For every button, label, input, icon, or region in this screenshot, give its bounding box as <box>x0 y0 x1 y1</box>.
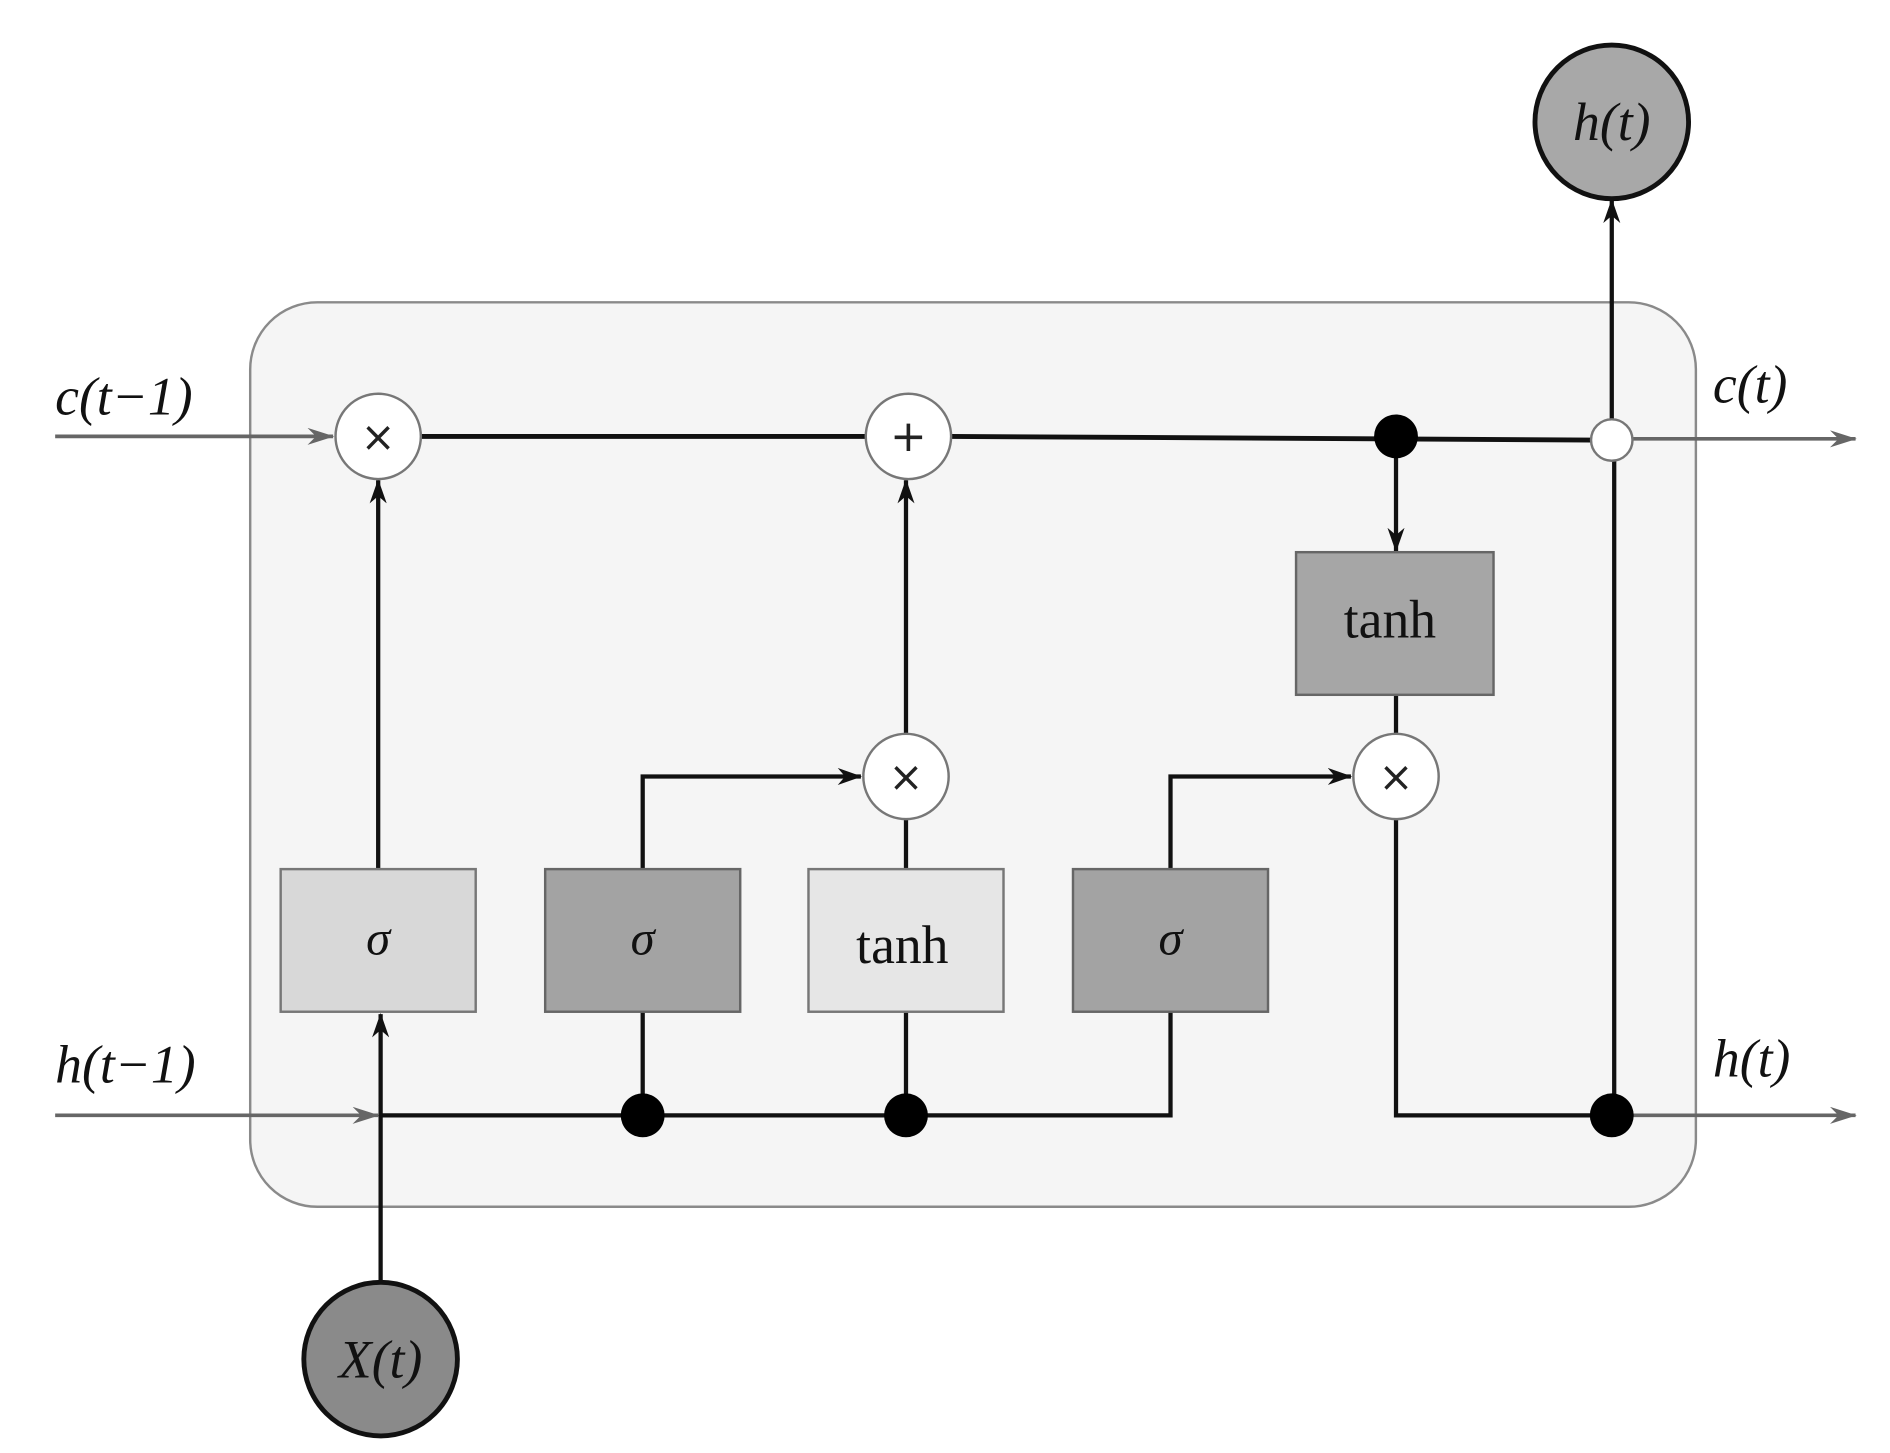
input-gate-label: σ <box>631 911 657 965</box>
junction-dot-hidden-out <box>1589 1093 1634 1138</box>
forget-mult-op: × <box>334 392 423 481</box>
forget-gate-label: σ <box>366 911 392 965</box>
hidden-out-label: h(t) <box>1713 1028 1790 1088</box>
x-input-label: X(t) <box>337 1329 422 1389</box>
multiply-icon: × <box>889 753 924 801</box>
input-gate: σ <box>543 867 742 1013</box>
junction-dot-cell <box>1374 414 1418 459</box>
multiply-icon: × <box>361 413 396 461</box>
candidate-gate-label: tanh <box>856 915 949 975</box>
output-gate-label: σ <box>1158 911 1184 965</box>
output-tanh-label: tanh <box>1344 590 1437 650</box>
h-output-node-label: h(t) <box>1573 92 1650 152</box>
output-mult-op: × <box>1352 732 1440 821</box>
output-tanh: tanh <box>1294 550 1495 697</box>
h-output-node: h(t) <box>1532 42 1692 202</box>
multiply-icon: × <box>1379 753 1414 801</box>
input-mult-op: × <box>862 732 950 821</box>
output-gate: σ <box>1071 867 1270 1013</box>
x-input-node: X(t) <box>301 1279 460 1439</box>
cell-state-line-2 <box>951 433 1592 443</box>
junction-dot-candidate <box>884 1093 928 1138</box>
hidden-prev-label: h(t−1) <box>55 1034 195 1094</box>
candidate-gate: tanh <box>807 867 1005 1013</box>
cell-prev-label: c(t−1) <box>55 366 192 426</box>
cell-out-label: c(t) <box>1713 354 1787 414</box>
junction-dot-input <box>620 1093 665 1138</box>
cell-add-op: + <box>864 392 953 481</box>
output-mult-to-h-line <box>1393 819 1612 1118</box>
open-junction-cell-out <box>1589 418 1634 462</box>
forget-gate: σ <box>279 867 477 1013</box>
plus-icon: + <box>890 411 927 462</box>
